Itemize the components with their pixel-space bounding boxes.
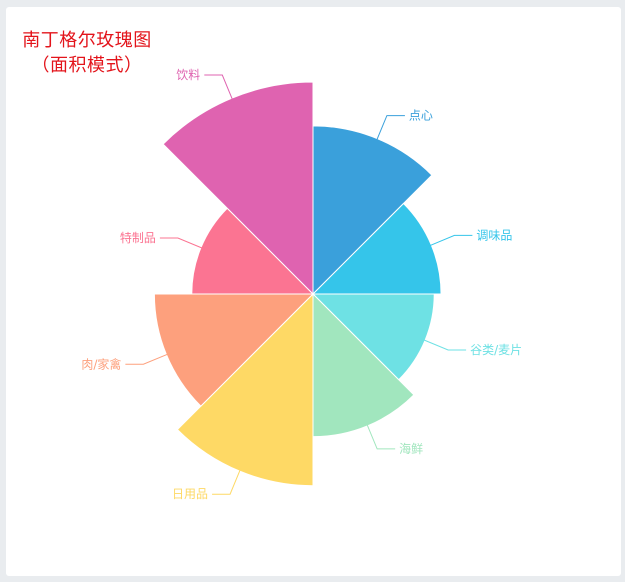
slice-label: 饮料 <box>176 68 200 82</box>
slice-label: 调味品 <box>476 228 512 242</box>
slice-label-line <box>428 234 473 247</box>
slice-label: 点心 <box>409 109 433 123</box>
slice-label: 肉/家禽 <box>81 356 121 371</box>
chart-title: 南丁格尔玫瑰图 <box>22 30 152 51</box>
slice-label-line <box>375 115 405 142</box>
slice-label: 谷类/麦片 <box>470 343 522 357</box>
chart-title-block: 南丁格尔玫瑰图 （面积模式） <box>16 28 158 78</box>
slice-label-line <box>212 468 242 495</box>
slice-label: 特制品 <box>120 230 156 245</box>
slice-label: 海鲜 <box>399 441 423 456</box>
chart-subtitle: （面积模式） <box>31 55 143 76</box>
slice-label-line <box>125 353 170 365</box>
slice-label: 日用品 <box>172 487 208 501</box>
slice-label-line <box>204 74 234 102</box>
slice-label-line <box>422 338 467 351</box>
slice-label-line <box>365 422 396 450</box>
slice-label-line <box>159 237 204 250</box>
